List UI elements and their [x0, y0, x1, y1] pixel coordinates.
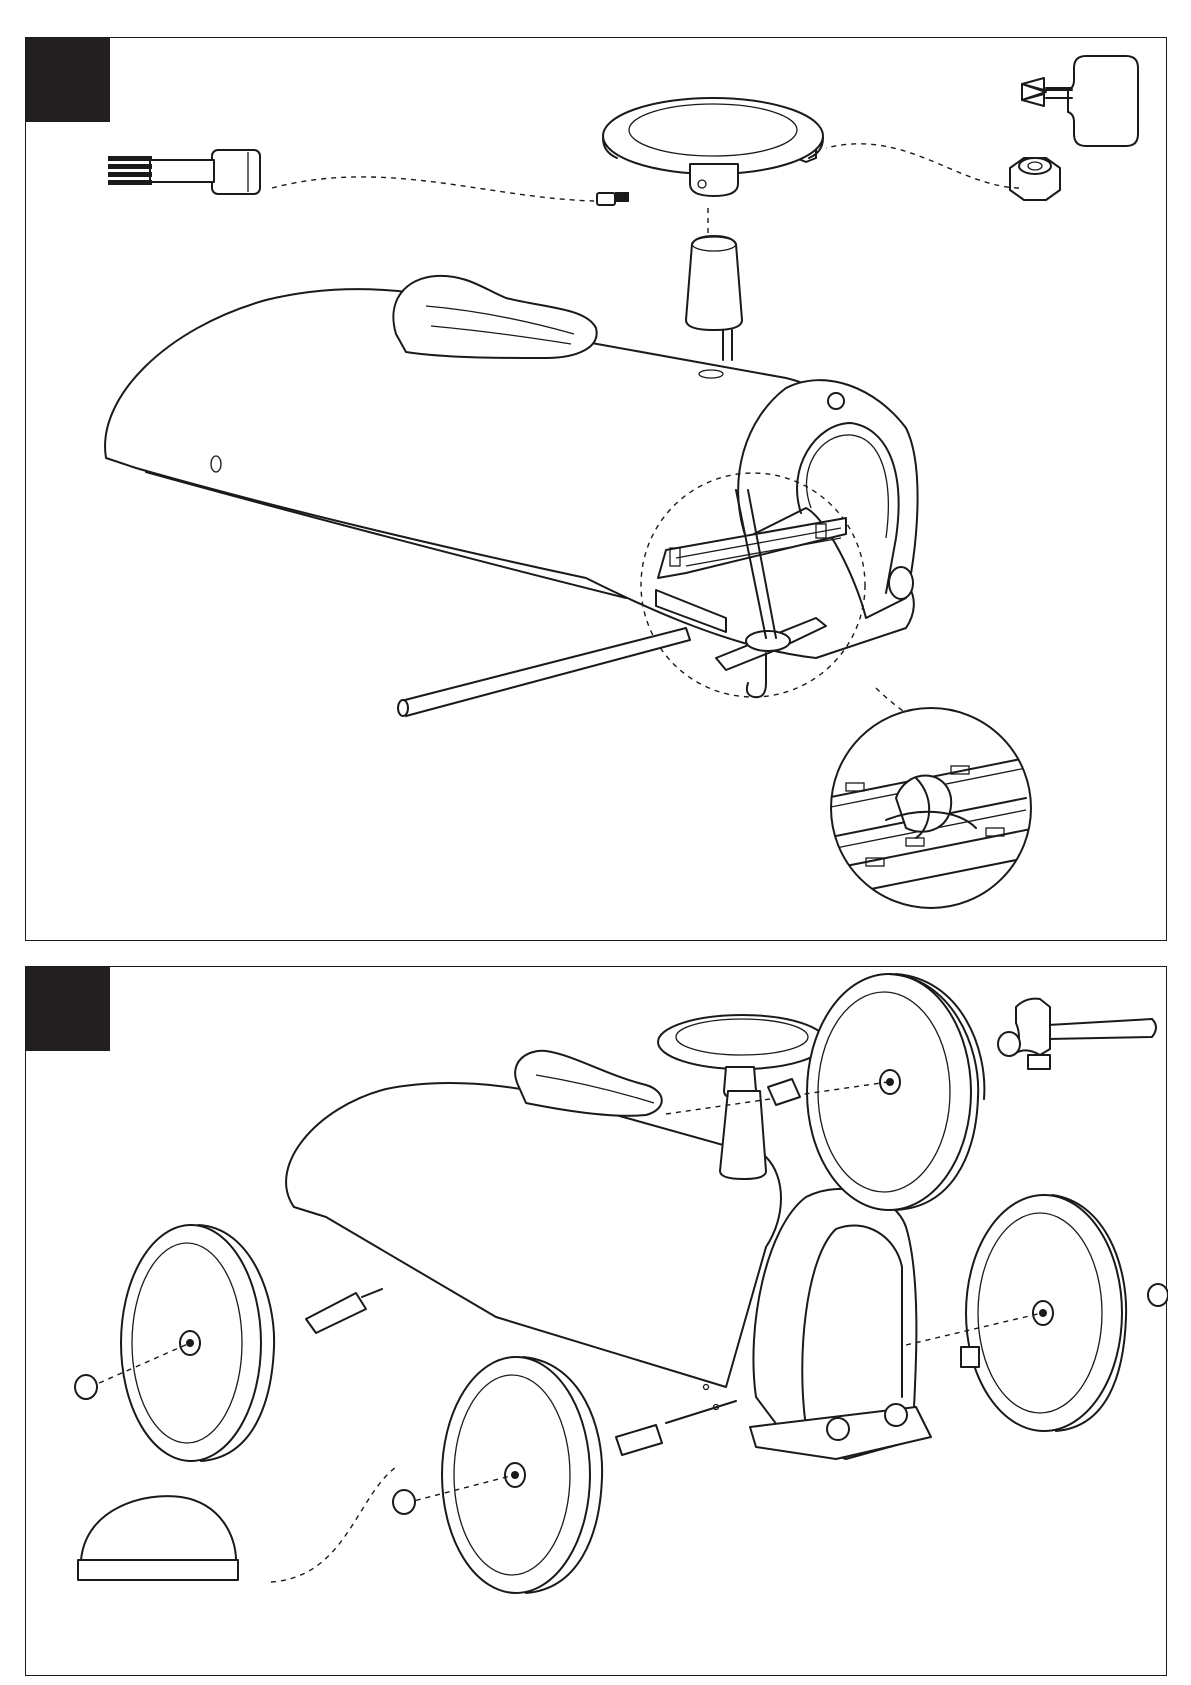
step-1-panel [25, 37, 1167, 941]
small-bolt [597, 192, 629, 205]
steering-column-sleeve [686, 236, 742, 330]
step-1-illustration [26, 38, 1168, 942]
lock-nut-part [1010, 158, 1060, 200]
axle-cap [393, 1490, 415, 1514]
ride-on-car-body [105, 276, 917, 658]
wheel-front-left [442, 1357, 602, 1593]
zoom-detail-circle [826, 708, 1036, 908]
screwdriver-icon [1022, 56, 1138, 146]
shoulder-bolt-part [108, 150, 260, 194]
hammer-icon [1016, 999, 1156, 1069]
axle-rod [401, 628, 690, 716]
axle-cap-part [78, 1496, 238, 1580]
axle-cap [1148, 1284, 1168, 1306]
step-2-illustration [26, 967, 1168, 1677]
wheel-rear-left [121, 1225, 274, 1461]
steering-wheel [603, 98, 823, 196]
step-2-panel [25, 966, 1167, 1676]
wheel-front-right [966, 1195, 1126, 1431]
axle-cap [998, 1032, 1020, 1056]
wheel-rear-right [807, 974, 984, 1210]
axle-cap [75, 1375, 97, 1399]
